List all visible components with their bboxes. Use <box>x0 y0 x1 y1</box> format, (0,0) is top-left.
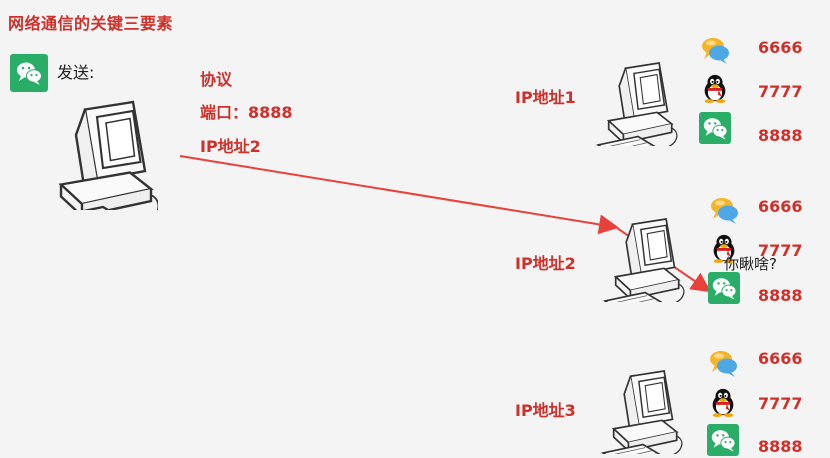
host3-ip: IP地址3 <box>515 401 576 420</box>
host3-port-6666: 6666 <box>758 349 803 368</box>
host1-wechat-icon <box>699 112 731 144</box>
host2-wechat-icon <box>708 272 740 304</box>
host3-chat-bubble-icon <box>710 351 737 377</box>
host1-port-6666: 6666 <box>758 38 803 57</box>
host1-port-7777: 7777 <box>758 82 803 101</box>
host2-port-7777: 7777 <box>758 241 803 260</box>
host1-ip: IP地址1 <box>515 88 576 107</box>
host3-penguin-icon <box>712 388 734 418</box>
packet-protocol: 协议 <box>200 70 233 89</box>
message-bubble-text: 你瞅啥? <box>724 255 777 273</box>
host1-computer-icon <box>597 62 678 146</box>
page-title: 网络通信的关键三要素 <box>8 14 174 33</box>
host2-computer-icon <box>604 218 685 302</box>
host2-port-8888: 8888 <box>758 286 803 305</box>
host3-computer-icon <box>602 370 683 454</box>
host3-wechat-icon <box>707 424 739 456</box>
packet-ip: IP地址2 <box>200 137 261 156</box>
sender-wechat-icon <box>10 54 48 92</box>
host2-port-6666: 6666 <box>758 197 803 216</box>
host3-port-8888: 8888 <box>758 437 803 456</box>
host2-ip: IP地址2 <box>515 254 576 273</box>
host3-port-7777: 7777 <box>758 394 803 413</box>
packet-port: 端口：8888 <box>200 103 293 122</box>
host1-penguin-icon <box>704 74 726 104</box>
send-label: 发送: <box>57 63 95 82</box>
host2-chat-bubble-icon <box>711 198 738 224</box>
host1-chat-bubble-icon <box>702 38 729 64</box>
host1-port-8888: 8888 <box>758 126 803 145</box>
